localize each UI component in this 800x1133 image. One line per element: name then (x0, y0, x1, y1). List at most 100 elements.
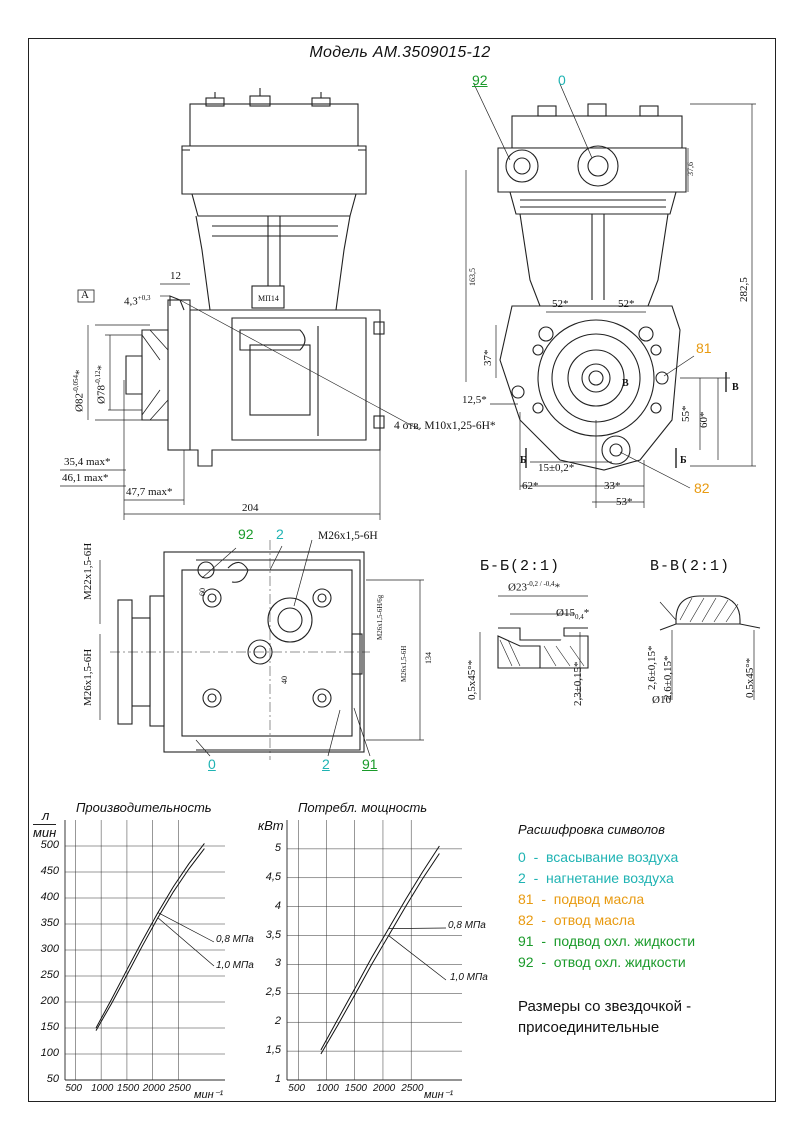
chart-1-series-b: 1,0 МПа (216, 960, 254, 971)
y-tick-label: 4 (274, 899, 281, 912)
y-tick-label: 50 (46, 1073, 59, 1085)
thread-m26-top: M26x1,5-6H (318, 530, 378, 542)
callout-92-top: 92 (238, 526, 254, 542)
chart-2-grid (287, 820, 462, 1081)
section-mark-b-left: Б (520, 455, 527, 466)
legend-text: - подвод охл. жидкости (533, 933, 696, 949)
dim-12-5: 12,5* (462, 394, 487, 406)
datum-a-label: A (81, 289, 89, 301)
x-tick-label: 2000 (372, 1083, 396, 1094)
series-leader (388, 935, 447, 981)
dim-chamfer-b: 0,5x45°* (466, 659, 478, 700)
legend-code: 92 (518, 954, 534, 970)
legend-text: - отвод масла (533, 912, 635, 928)
dim-55: 55* (680, 405, 692, 423)
chart-1-xlabel: мин⁻¹ (194, 1089, 224, 1101)
chart-1-grid (65, 820, 225, 1081)
y-tick-label: 2,5 (265, 986, 281, 999)
dim-134: 134 (424, 652, 433, 664)
y-tick-label: 300 (40, 943, 59, 955)
section-mark-b-right: Б (680, 455, 687, 466)
x-tick-label: 2500 (401, 1083, 424, 1094)
callout-0-top: 0 (208, 756, 216, 772)
legend-code: 91 (518, 933, 534, 949)
dim-d16: Ø16 (652, 694, 671, 706)
dim-d15: Ø150,4* (556, 607, 590, 622)
front-view-compressor (465, 83, 756, 508)
thread-m26-side: M26x1,5-6H (82, 648, 94, 706)
legend-text: - подвод масла (533, 891, 645, 907)
y-tick-label: 5 (274, 841, 281, 854)
section-mark-v-inner: В (622, 378, 629, 389)
y-tick-label: 500 (40, 839, 59, 851)
dim-37-6: 37,6 (686, 162, 695, 176)
chart-2-unit-top: кВт (258, 818, 284, 833)
x-tick-label: 1000 (316, 1083, 339, 1094)
callout-91: 91 (362, 756, 378, 772)
callout-82: 82 (694, 480, 710, 496)
dim-35-4: 35,4 max* (64, 456, 111, 468)
thread-m26-small: M26x1,5-6H (400, 645, 408, 682)
y-tick-label: 3 (274, 957, 281, 970)
chart-2-title: Потребл. мощность (298, 800, 428, 815)
symbol-legend: Расшифровка символов 0 - всасывание возд… (518, 822, 758, 975)
legend-text: - нагнетание воздуха (525, 870, 674, 886)
star-dimensions-note: Размеры со звездочкой - присоединительны… (518, 998, 692, 1036)
dim-40-top: 40 (280, 676, 289, 684)
y-tick-label: 2 (274, 1015, 281, 1028)
chart-1-series-a: 0,8 МПа (216, 934, 254, 945)
legend-code: 81 (518, 891, 534, 907)
sheet-frame (28, 38, 776, 1102)
y-tick-label: 200 (40, 995, 59, 1007)
y-tick-label: 1,5 (265, 1044, 281, 1057)
y-tick-label: 100 (40, 1047, 59, 1059)
dim-d23: Ø23-0,2 / -0,4* (508, 580, 561, 594)
series-line-2 (95, 848, 205, 1031)
section-b-title: Б-Б(2:1) (480, 558, 561, 575)
thread-m22: M22x1,5-6H (82, 542, 94, 600)
holes-thread-note: 4 отв. M10x1,25-6H* (394, 420, 496, 432)
legend-item: 92 - отвод охл. жидкости (518, 954, 758, 975)
side-view-compressor (60, 88, 421, 520)
x-tick-label: 2500 (168, 1083, 191, 1094)
top-view-compressor (99, 539, 424, 760)
dim-46-1: 46,1 max* (62, 472, 109, 484)
dim-37: 37* (482, 349, 494, 367)
dim-33: 33* (604, 480, 621, 492)
y-tick-label: 4,5 (265, 870, 281, 883)
legend-code: 82 (518, 912, 534, 928)
drawing-title: Модель АМ.3509015-12 (309, 44, 491, 61)
legend-code: 0 (518, 849, 526, 865)
dim-12: 12 (170, 270, 181, 282)
x-tick-label: 1500 (116, 1083, 140, 1094)
x-tick-label: 2000 (142, 1083, 165, 1094)
y-tick-label: 150 (40, 1021, 59, 1033)
callout-2-bottom: 2 (322, 756, 330, 772)
x-tick-label: 500 (288, 1083, 305, 1094)
chart-1-plot (95, 843, 215, 1031)
y-tick-label: 400 (40, 891, 59, 903)
legend-text: - отвод охл. жидкости (533, 954, 686, 970)
callout-0-front: 0 (558, 72, 566, 88)
dim-52-right: 52* (618, 298, 635, 310)
chart-2-series-a: 0,8 МПа (448, 920, 486, 931)
section-v-v (659, 595, 761, 700)
legend-item: 81 - подвод масла (518, 891, 758, 912)
series-leader (157, 912, 215, 943)
legend-item: 2 - нагнетание воздуха (518, 870, 758, 891)
legend-item: 82 - отвод масла (518, 912, 758, 933)
legend-item: 0 - всасывание воздуха (518, 849, 758, 870)
callout-92-front: 92 (472, 72, 488, 88)
x-tick-label: 500 (65, 1083, 82, 1094)
legend-item: 91 - подвод охл. жидкости (518, 933, 758, 954)
dim-60: 60* (698, 411, 710, 429)
chart-2-series-b: 1,0 МПа (450, 972, 488, 983)
series-line-1 (320, 845, 440, 1051)
dim-163-5: 163,5 (468, 268, 477, 286)
section-b-b (479, 595, 589, 700)
dim-d82: Ø82-0,054* (72, 369, 86, 412)
y-tick-label: 250 (40, 969, 59, 981)
section-v-title: В-В(2:1) (650, 558, 731, 575)
